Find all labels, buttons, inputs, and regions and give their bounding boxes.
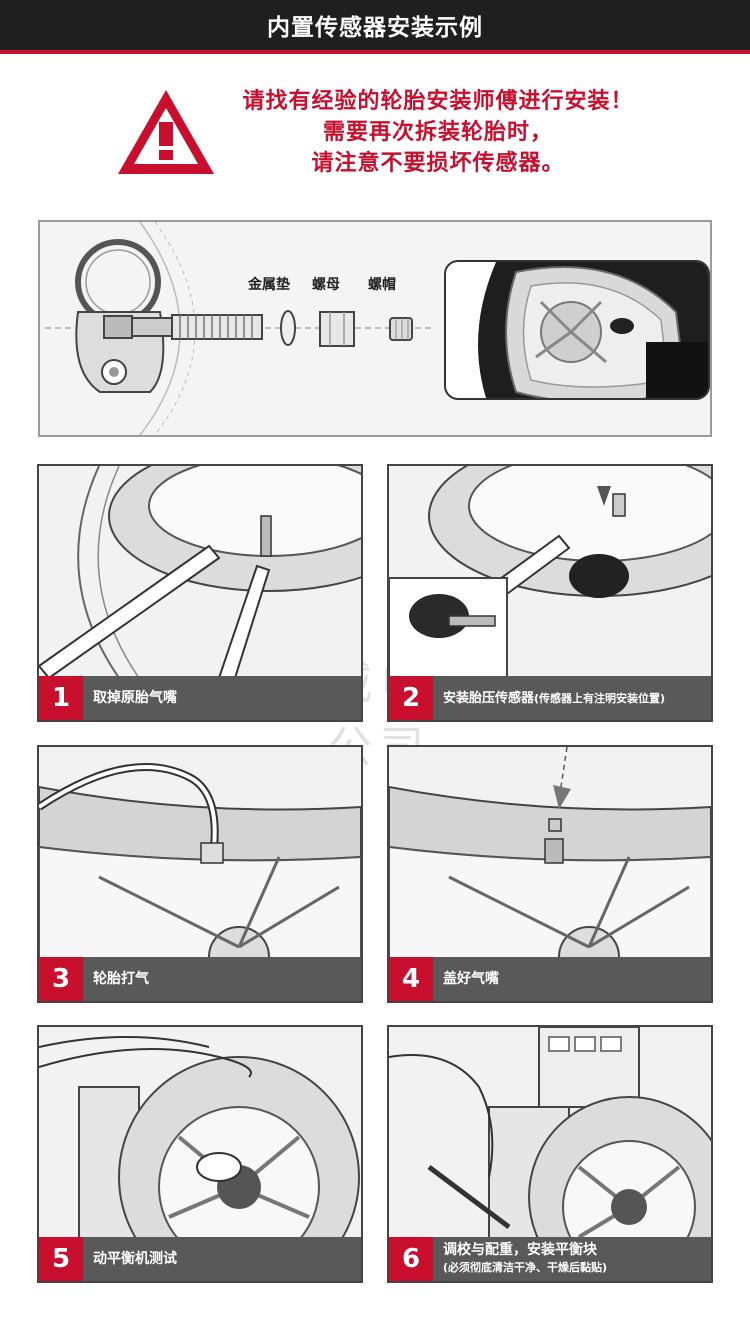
step-note: (传感器上有注明安装位置) <box>534 691 666 705</box>
step-number: 4 <box>389 957 433 1001</box>
step-6-panel: 6 调校与配重，安装平衡块 (必须彻底清洁干净、干燥后黏贴) <box>387 1025 713 1283</box>
warning-line-2: 需要再次拆装轮胎时， <box>322 120 553 145</box>
part-label-cap: 螺帽 <box>368 277 396 293</box>
step-caption-bar: 3 轮胎打气 <box>39 957 361 1001</box>
page-header: 内置传感器安装示例 <box>0 0 750 54</box>
sensor-parts-illustration <box>45 222 435 435</box>
step-5-panel: 5 动平衡机测试 <box>37 1025 363 1283</box>
page-title: 内置传感器安装示例 <box>267 15 483 41</box>
step-note: (必须彻底清洁干净、干燥后黏贴) <box>443 1261 608 1274</box>
remove-valve-illustration <box>39 466 361 678</box>
step-caption: 取掉原胎气嘴 <box>93 689 177 706</box>
step-number: 2 <box>389 676 433 720</box>
part-label-nut: 螺母 <box>312 277 340 293</box>
calibrate-weights-illustration <box>389 1027 711 1239</box>
step-number: 1 <box>39 676 83 720</box>
step-3-panel: 3 轮胎打气 <box>37 745 363 1003</box>
warning-icon <box>118 90 214 174</box>
step-number: 3 <box>39 957 83 1001</box>
step-caption: 调校与配重，安装平衡块 <box>443 1242 597 1258</box>
part-label-washer: 金属垫 <box>248 277 290 293</box>
step-caption-bar: 6 调校与配重，安装平衡块 (必须彻底清洁干净、干燥后黏贴) <box>389 1237 711 1281</box>
cap-valve-illustration <box>389 747 711 959</box>
inflate-tire-illustration <box>39 763 361 959</box>
step-1-panel: 1 取掉原胎气嘴 <box>37 464 363 722</box>
step-caption-bar: 4 盖好气嘴 <box>389 957 711 1001</box>
step-number: 5 <box>39 1237 83 1281</box>
step-caption-bar: 1 取掉原胎气嘴 <box>39 676 361 720</box>
balance-test-illustration <box>39 1036 360 1239</box>
warning-line-3: 请注意不要损坏传感器。 <box>311 151 565 176</box>
warning-block: 请找有经验的轮胎安装师傅进行安装！ 需要再次拆装轮胎时， 请注意不要损坏传感器。 <box>0 84 750 194</box>
step-number: 6 <box>389 1237 433 1281</box>
install-sensor-illustration <box>389 466 711 678</box>
step-caption-bar: 2 安装胎压传感器(传感器上有注明安装位置) <box>389 676 711 720</box>
step-caption-bar: 5 动平衡机测试 <box>39 1237 361 1281</box>
step-caption: 盖好气嘴 <box>443 970 499 987</box>
warning-line-1: 请找有经验的轮胎安装师傅进行安装！ <box>242 89 634 114</box>
step-caption: 安装胎压传感器 <box>443 690 535 706</box>
parts-diagram: 金属垫 螺母 螺帽 <box>38 220 712 437</box>
step-caption: 动平衡机测试 <box>93 1250 177 1267</box>
tire-inset-image <box>444 260 710 400</box>
step-caption: 轮胎打气 <box>93 970 149 987</box>
step-2-panel: 2 安装胎压传感器(传感器上有注明安装位置) <box>387 464 713 722</box>
step-4-panel: 4 盖好气嘴 <box>387 745 713 1003</box>
